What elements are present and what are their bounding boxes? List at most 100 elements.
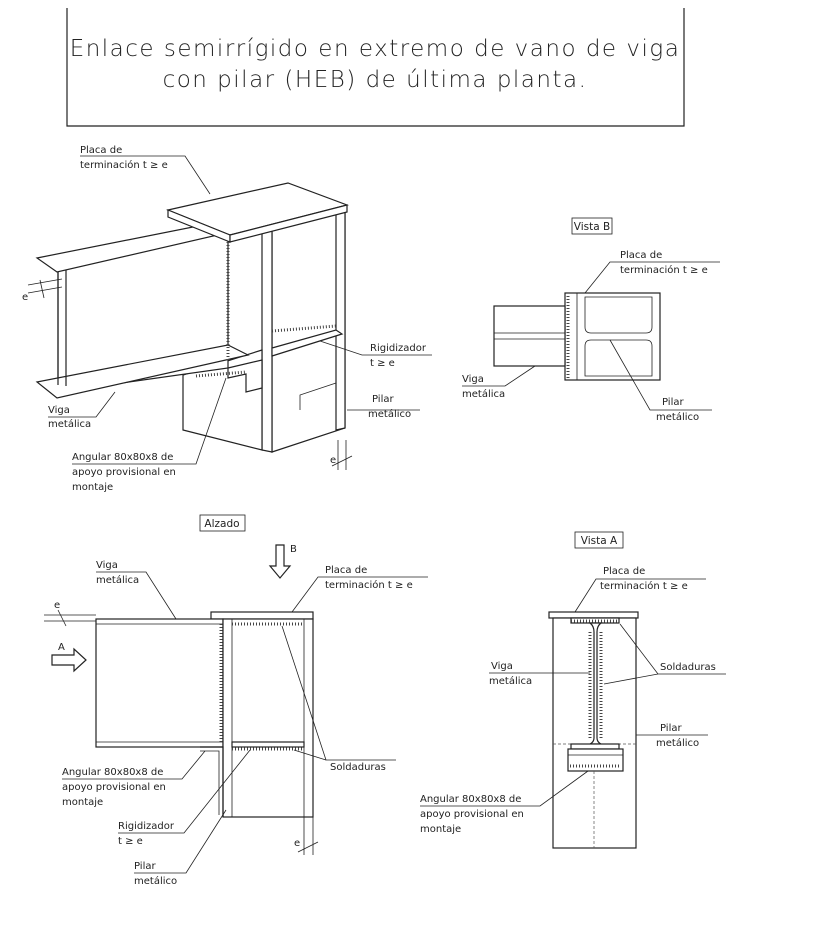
iso-pilar-label-1: Pilar — [372, 394, 394, 405]
alzado-angle-1 — [200, 746, 224, 817]
alzado-pilar-label-2: metálico — [134, 875, 177, 887]
iso-rigid-label-2: t ≥ e — [370, 358, 395, 369]
alzado-ang-label-1: Angular 80x80x8 de — [62, 767, 163, 778]
alzado-viga-label-2: metálica — [96, 574, 139, 586]
vista-b-viga-label-2: metálica — [462, 388, 505, 400]
isometric-view: Placa de terminación t ≥ e Rigidizador t… — [22, 145, 432, 493]
vista-a-viga-label-1: Viga — [491, 661, 513, 672]
iso-dim-e-left: e — [22, 292, 28, 303]
alzado-ang-leader — [62, 750, 206, 780]
iso-dim-e-right: e — [330, 455, 336, 466]
vista-a-title-box — [574, 531, 624, 549]
vista-b-column — [564, 292, 661, 381]
iso-ang-label-2: apoyo provisional en — [72, 467, 176, 478]
alzado-dim-e-top: e — [54, 600, 60, 611]
end-plate-side-edge — [229, 204, 348, 243]
alzado-viga-label-1: Viga — [96, 560, 118, 571]
alzado-end-plate — [210, 611, 314, 620]
alzado-soldaduras-label: Soldaduras — [330, 762, 386, 773]
vista-b-lower-chamber — [584, 339, 653, 377]
alzado-soldaduras-leader-2 — [293, 749, 327, 761]
vista-a-pilar-label-1: Pilar — [660, 723, 682, 734]
title-line-2: con pilar (HEB) de última planta. — [163, 67, 588, 93]
iso-placa-leader — [80, 155, 211, 195]
alzado-pilar-label-1: Pilar — [134, 861, 156, 872]
iso-ang-label-3: montaje — [72, 482, 113, 493]
vista-a-view: Vista A Placa de terminación t ≥ e Solda… — [420, 531, 726, 849]
vista-a-title: Vista A — [581, 535, 618, 547]
title-block: Enlace semirrígido en extremo de vano de… — [66, 8, 685, 127]
iso-dim-e-left-tick — [39, 279, 45, 299]
alzado-viga-leader — [96, 571, 177, 620]
vista-a-soldaduras-leader-2 — [603, 673, 659, 685]
iso-ang-label-1: Angular 80x80x8 de — [72, 452, 173, 463]
vista-a-viga-label-2: metálica — [489, 675, 532, 687]
alzado-pilar-leader — [134, 809, 227, 874]
vista-a-angle — [567, 748, 624, 772]
alzado-title-box — [199, 514, 246, 532]
vista-b-pilar-leader — [609, 339, 712, 411]
vista-a-soldaduras-label: Soldaduras — [660, 662, 716, 673]
iso-dim-e-left-line2 — [27, 286, 63, 294]
beam-bottom-flange — [35, 344, 250, 399]
title-frame — [66, 8, 685, 127]
alzado-arrow-b — [268, 544, 292, 579]
vista-b-title: Vista B — [574, 221, 610, 233]
column-back-flange — [335, 204, 346, 431]
title-line-1: Enlace semirrígido en extremo de vano de… — [70, 36, 681, 62]
column-rib-line — [299, 382, 337, 410]
vista-b-upper-chamber — [584, 296, 653, 334]
alzado-stiffener — [231, 741, 305, 748]
alzado-rigid-label-1: Rigidizador — [118, 821, 175, 832]
vista-a-pilar-label-2: metálico — [656, 737, 699, 749]
vista-b-placa-leader — [584, 261, 720, 294]
iso-rigid-label-1: Rigidizador — [370, 343, 427, 354]
iso-placa-label-1: Placa de — [80, 145, 122, 156]
iso-viga-label-2: metálica — [48, 418, 91, 430]
vista-b-viga-label-1: Viga — [462, 374, 484, 385]
alzado-beam — [95, 618, 224, 748]
vista-b-viga-leader — [462, 365, 536, 387]
alzado-placa-label-2: terminación t ≥ e — [325, 579, 413, 591]
alzado-title: Alzado — [204, 518, 239, 530]
vista-a-ang-label-1: Angular 80x80x8 de — [420, 794, 521, 805]
vista-a-placa-label-1: Placa de — [603, 566, 645, 577]
alzado-ang-label-2: apoyo provisional en — [62, 782, 166, 793]
alzado-angle-2 — [200, 750, 220, 815]
iso-placa-label-2: terminación t ≥ e — [80, 159, 168, 171]
vista-b-title-box — [571, 217, 613, 235]
support-angle — [227, 359, 263, 393]
vista-a-placa-label-2: terminación t ≥ e — [600, 580, 688, 592]
vista-b-view: Vista B Placa de terminación t ≥ e Viga … — [462, 217, 720, 423]
alzado-view: Alzado B A Viga metálica Placa de termin… — [44, 514, 428, 887]
vista-a-beam-bottom-flange — [570, 743, 620, 750]
alzado-arrow-b-label: B — [290, 544, 297, 555]
iso-rigid-leader — [319, 340, 432, 356]
alzado-arrow-a — [51, 647, 87, 673]
iso-dim-e-right-tick — [331, 455, 353, 467]
column-front-flange — [261, 229, 273, 453]
alzado-rigid-leader — [118, 749, 251, 834]
iso-ang-leader — [72, 377, 227, 465]
vista-b-pilar-label-1: Pilar — [662, 397, 684, 408]
vista-a-placa-leader — [574, 578, 706, 613]
alzado-dim-e-bottom: e — [294, 838, 300, 849]
vista-a-ang-leader — [420, 770, 589, 807]
vista-a-ang-label-3: montaje — [420, 824, 461, 835]
vista-a-ang-label-2: apoyo provisional en — [420, 809, 524, 820]
vista-b-beam — [493, 305, 566, 367]
vista-a-end-plate — [548, 611, 639, 619]
alzado-column — [222, 618, 314, 818]
alzado-placa-label-1: Placa de — [325, 565, 367, 576]
iso-viga-label-1: Viga — [48, 405, 70, 416]
iso-viga-leader — [48, 391, 116, 418]
alzado-placa-leader — [291, 576, 428, 613]
alzado-rigid-label-2: t ≥ e — [118, 836, 143, 847]
vista-b-pilar-label-2: metálico — [656, 411, 699, 423]
alzado-ang-label-3: montaje — [62, 797, 103, 808]
alzado-dim-top-tick — [57, 609, 67, 627]
iso-dim-e-left-line1 — [27, 278, 63, 286]
vista-b-placa-label-1: Placa de — [620, 250, 662, 261]
stiffener-plate — [271, 329, 344, 357]
